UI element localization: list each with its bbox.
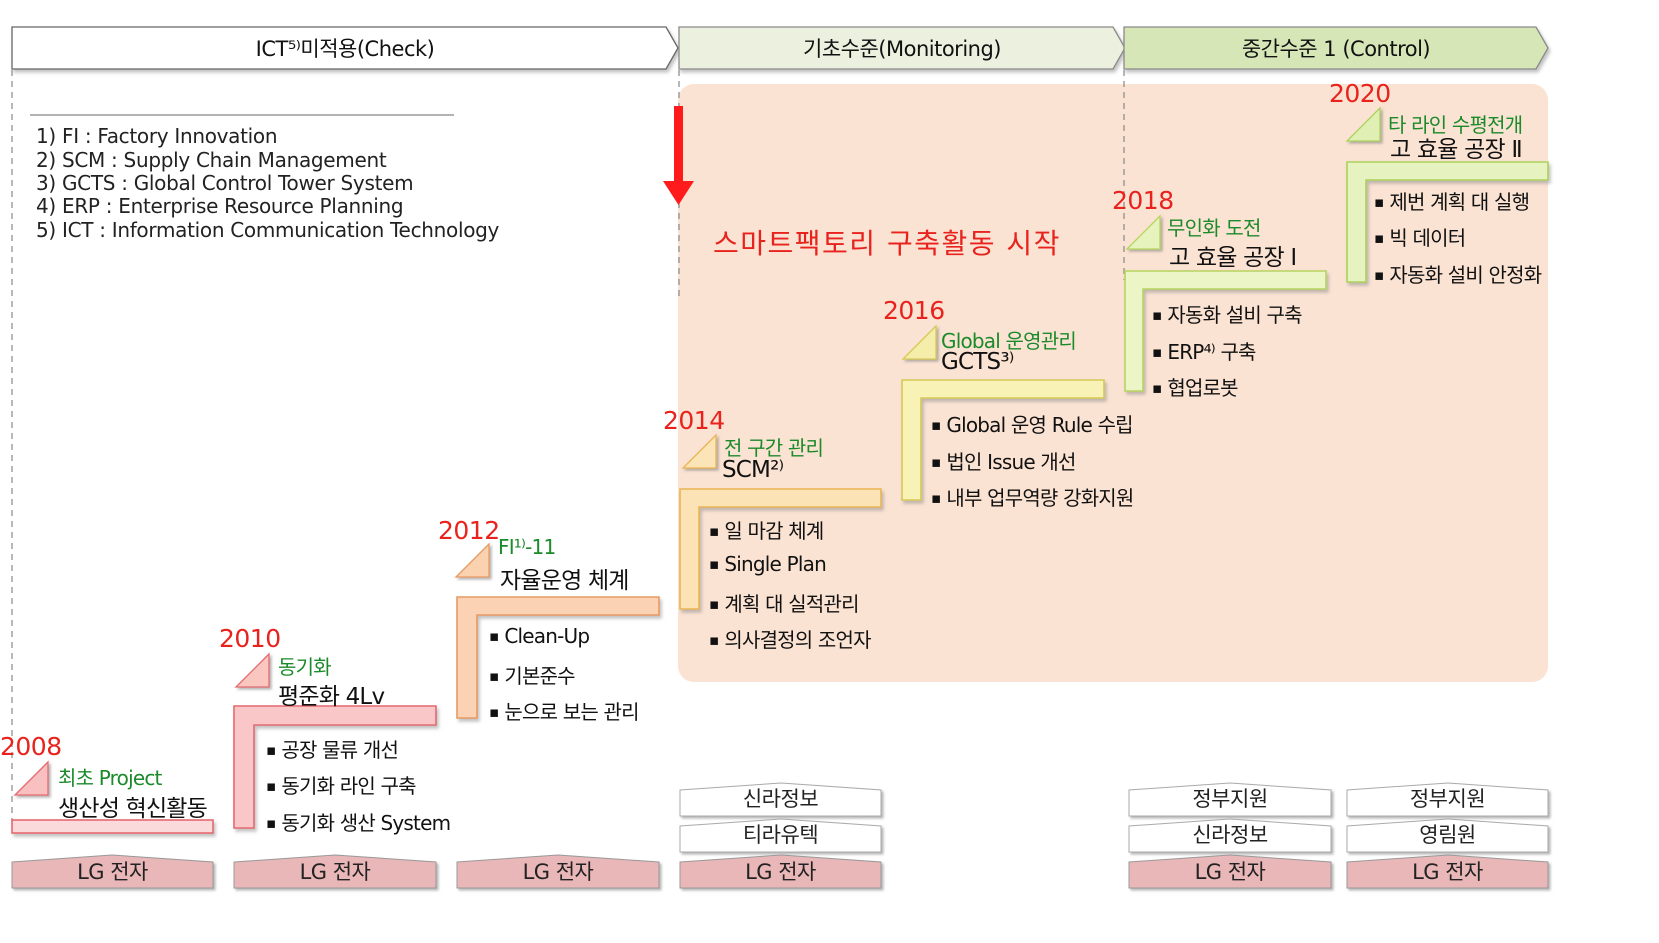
lg-box-2018 [1128,854,1332,889]
bullet-2018-1: 자동화 설비 구축 [1152,299,1302,328]
partner-2020-2: 영림원 [1419,823,1476,847]
partner-box-2014-2 [679,818,882,853]
year-label-2020: 2020 [1329,79,1391,108]
bullet-2010-3: 동기화 생산 System [266,807,451,836]
lg-box-2012 [456,854,660,889]
partner-2010-lg: LG 전자 [299,860,371,884]
step-title-2016: GCTS³⁾ [941,349,1014,375]
start-arrow-head [663,181,694,205]
bullet-2010-1: 공장 물류 개선 [266,734,399,763]
triangle-icon-2014 [681,433,717,469]
step-shape-2014 [679,488,882,610]
footnote-5: 5) ICT : Information Communication Techn… [36,218,500,242]
partner-2020-lg: LG 전자 [1412,860,1483,884]
triangle-icon-2020 [1345,106,1381,142]
step-title-2010: 평준화 4Lv [278,684,385,710]
partner-2014-lg: LG 전자 [745,860,816,884]
year-label-2016: 2016 [883,296,945,325]
step-subtitle-2018: 무인화 도전 [1167,216,1261,240]
bullet-2018-3: 협업로봇 [1152,372,1238,401]
step-subtitle-2012: FI¹⁾-11 [498,535,556,559]
footnote-4: 4) ERP : Enterprise Resource Planning [36,194,404,218]
step-subtitle-2014: 전 구간 관리 [724,436,824,460]
bullet-2016-2: 법인 Issue 개선 [931,446,1076,475]
partner-2014-1: 신라정보 [742,787,819,811]
phase-label-control: 중간수준 1 (Control) [1241,37,1431,61]
step-title-2008: 생산성 혁신활동 [58,796,208,822]
step-shape-2016 [901,379,1105,501]
lg-box-2020 [1346,854,1549,889]
partner-2018-2: 신라정보 [1192,823,1268,847]
bullet-2014-3: 계획 대 실적관리 [709,588,859,617]
bullet-2020-1: 제번 계획 대 실행 [1374,186,1530,215]
step-subtitle-2016: Global 운영관리 [941,329,1077,353]
step-subtitle-2020: 타 라인 수평전개 [1388,113,1523,137]
lg-box-2008 [11,854,214,889]
step-title-2018: 고 효율 공장 Ⅰ [1169,245,1297,271]
bullet-2016-3: 내부 업무역량 강화지원 [931,482,1134,511]
footnote-3: 3) GCTS : Global Control Tower System [36,171,414,195]
bullet-2016-1: Global 운영 Rule 수립 [931,409,1133,438]
step-title-2014: SCM²⁾ [722,457,784,483]
triangle-icon-2016 [901,324,937,360]
year-label-2012: 2012 [438,516,500,545]
phase-banner-control [1123,26,1549,70]
bullet-2010-2: 동기화 라인 구축 [266,770,416,799]
step-shape-2010 [233,705,437,829]
step-subtitle-2010: 동기화 [278,655,332,679]
phase-banner-monitoring [678,26,1126,70]
smart-factory-start-label: 스마트팩토리 구축활동 시작 [713,227,1061,260]
year-label-2008: 2008 [0,732,62,761]
bullet-2012-3: 눈으로 보는 관리 [489,696,639,725]
bullet-2014-1: 일 마감 체계 [709,515,824,544]
step-shape-2020 [1346,161,1549,283]
triangle-icon-2018 [1125,214,1161,250]
year-label-2014: 2014 [663,406,725,435]
year-label-2018: 2018 [1112,186,1174,215]
bullet-2014-2: Single Plan [709,552,826,576]
bullet-2012-2: 기본준수 [489,660,575,689]
step-shape-2018 [1124,270,1327,392]
partner-2018-1: 정부지원 [1192,787,1268,811]
partner-2018-lg: LG 전자 [1194,860,1266,884]
step-title-2020: 고 효율 공장 Ⅱ [1390,137,1523,163]
lg-box-2014 [679,854,882,889]
triangle-icon-2008 [13,760,49,796]
step-subtitle-2008: 최초 Project [58,766,162,790]
step-shape-2008 [11,819,214,834]
partner-2014-2: 티라유텍 [742,823,819,847]
triangle-icon-2012 [454,542,490,578]
bullet-2014-4: 의사결정의 조언자 [709,624,871,653]
triangle-icon-2010 [234,652,270,688]
bullet-2020-2: 빅 데이터 [1374,222,1466,251]
phase-label-check: ICT⁵⁾미적용(Check) [255,37,435,61]
phase-label-monitoring: 기초수준(Monitoring) [803,37,1001,61]
start-arrow-shaft [674,106,683,184]
bullet-2012-1: Clean-Up [489,624,590,648]
partner-box-2018-2 [1128,818,1332,853]
footnote-1: 1) FI : Factory Innovation [36,124,278,148]
partner-2008-lg: LG 전자 [77,860,148,884]
partner-2020-1: 정부지원 [1409,787,1486,811]
year-label-2010: 2010 [219,624,281,653]
footnote-2: 2) SCM : Supply Chain Management [36,148,387,172]
step-title-2012: 자율운영 체계 [500,568,629,594]
phase-banner-check [11,26,679,70]
bullet-2018-2: ERP⁴⁾ 구축 [1152,336,1256,365]
partner-box-2018-1 [1128,782,1332,817]
partner-box-2020-2 [1346,818,1549,853]
lg-box-2010 [233,854,437,889]
smart-factory-highlight-region [678,84,1548,682]
partner-box-2014-1 [679,782,882,817]
bullet-2020-3: 자동화 설비 안정화 [1374,259,1542,288]
partner-box-2020-1 [1346,782,1549,817]
step-shape-2012 [456,596,660,719]
partner-2012-lg: LG 전자 [522,860,594,884]
